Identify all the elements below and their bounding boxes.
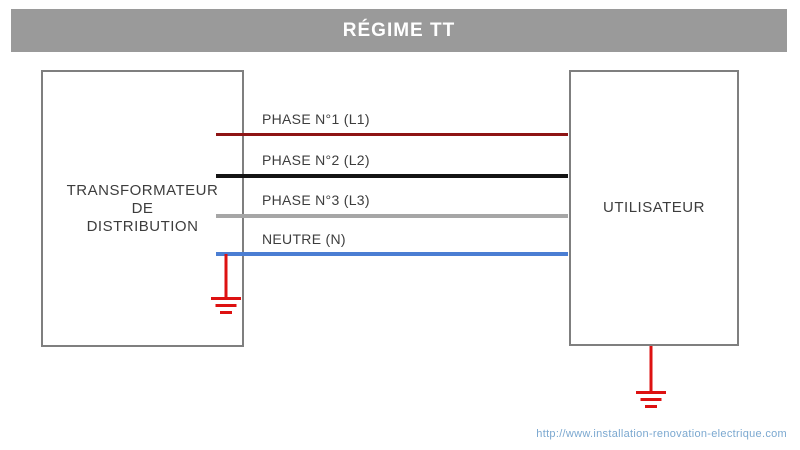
- earth-stem: [649, 346, 652, 392]
- neutral-label: NEUTRE (N): [262, 231, 346, 247]
- transformer-label: TRANSFORMATEUR DE DISTRIBUTION: [67, 182, 219, 236]
- earth-bar-wide: [210, 297, 241, 300]
- earth-bar-medium: [215, 304, 236, 307]
- earth-bar-narrow: [644, 405, 657, 408]
- website-link[interactable]: http://www.installation-renovation-elect…: [536, 428, 787, 440]
- phase-3-line: [216, 214, 568, 218]
- user-earth-icon: [635, 346, 666, 410]
- user-box: UTILISATEUR: [569, 70, 739, 346]
- page-title: RÉGIME TT: [342, 19, 456, 41]
- earth-bar-medium: [640, 398, 661, 401]
- phase-1-line: [216, 133, 568, 136]
- phase-2-line: [216, 174, 568, 178]
- earth-bar-narrow: [219, 311, 232, 314]
- title-bar: RÉGIME TT: [11, 9, 787, 52]
- neutral-line: [216, 252, 568, 256]
- transformer-box: TRANSFORMATEUR DE DISTRIBUTION: [41, 70, 244, 347]
- transformer-label-line-3: DISTRIBUTION: [86, 217, 199, 235]
- earth-stem: [224, 254, 227, 299]
- transformer-neutral-earth-icon: [210, 254, 241, 316]
- phase-2-label: PHASE N°2 (L2): [262, 152, 370, 168]
- phase-1-label: PHASE N°1 (L1): [262, 111, 370, 127]
- phase-3-label: PHASE N°3 (L3): [262, 192, 370, 208]
- earth-bar-wide: [635, 391, 666, 394]
- transformer-label-line-2: DE: [131, 199, 154, 217]
- user-label: UTILISATEUR: [603, 199, 705, 216]
- transformer-label-line-1: TRANSFORMATEUR: [66, 181, 219, 199]
